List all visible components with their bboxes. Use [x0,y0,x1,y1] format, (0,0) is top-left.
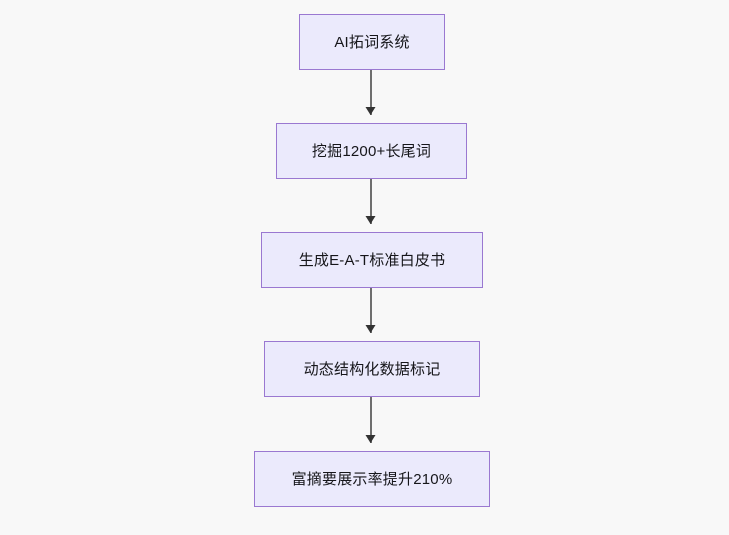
edge-line [370,70,372,115]
edge-line [370,179,372,224]
arrow-head-icon [365,216,376,224]
flow-node-5[interactable]: 富摘要展示率提升210% [254,451,490,507]
edge-line [370,288,372,333]
flow-node-2[interactable]: 挖掘1200+长尾词 [276,123,467,179]
arrow-head-icon [365,107,376,115]
flow-node-3[interactable]: 生成E-A-T标准白皮书 [261,232,483,288]
flow-node-label: 动态结构化数据标记 [303,360,441,378]
edge-line [370,397,372,443]
flow-node-label: 挖掘1200+长尾词 [311,142,432,160]
arrow-head-icon [365,325,376,333]
arrow-head-icon [365,435,376,443]
flow-node-label: 生成E-A-T标准白皮书 [298,251,446,269]
flow-node-1[interactable]: AI拓词系统 [299,14,445,70]
flow-node-label: 富摘要展示率提升210% [291,470,453,488]
flow-node-4[interactable]: 动态结构化数据标记 [264,341,480,397]
flow-node-label: AI拓词系统 [334,33,410,51]
